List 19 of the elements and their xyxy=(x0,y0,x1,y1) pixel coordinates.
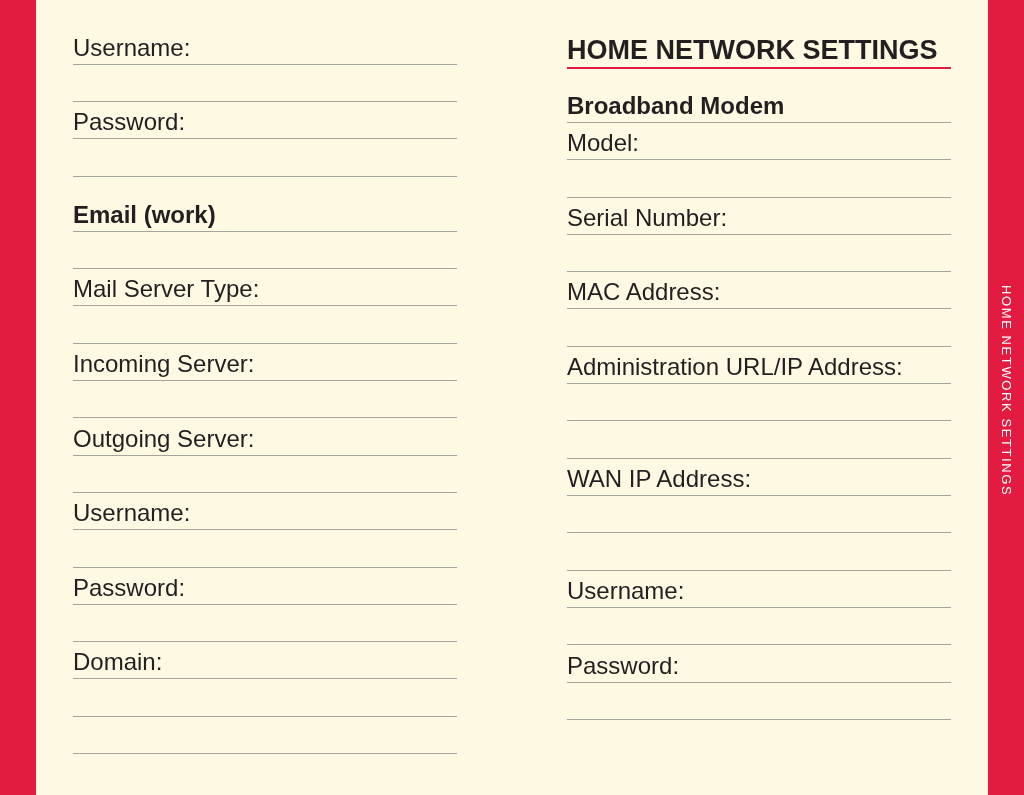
field-label: Password: xyxy=(567,652,680,680)
field-label: Serial Number: xyxy=(567,204,728,232)
field-label: WAN IP Address: xyxy=(567,465,752,493)
field-label: Administration URL/IP Address: xyxy=(567,353,903,381)
field-label: Password: xyxy=(73,574,186,602)
field-label: Incoming Server: xyxy=(73,350,255,378)
field-label: Username: xyxy=(73,34,191,62)
field-label: Model: xyxy=(567,129,640,157)
page-heading: HOME NETWORK SETTINGS xyxy=(567,34,938,66)
side-tab-label: HOME NETWORK SETTINGS xyxy=(998,285,1015,497)
field-label: Mail Server Type: xyxy=(73,275,260,303)
field-label: Domain: xyxy=(73,648,163,676)
field-label: MAC Address: xyxy=(567,278,721,306)
field-label: Password: xyxy=(73,108,186,136)
field-label: Username: xyxy=(73,499,191,527)
field-label: Outgoing Server: xyxy=(73,425,255,453)
section-heading: Broadband Modem xyxy=(567,92,785,120)
section-heading: Email (work) xyxy=(73,201,216,229)
field-label: Username: xyxy=(567,577,685,605)
